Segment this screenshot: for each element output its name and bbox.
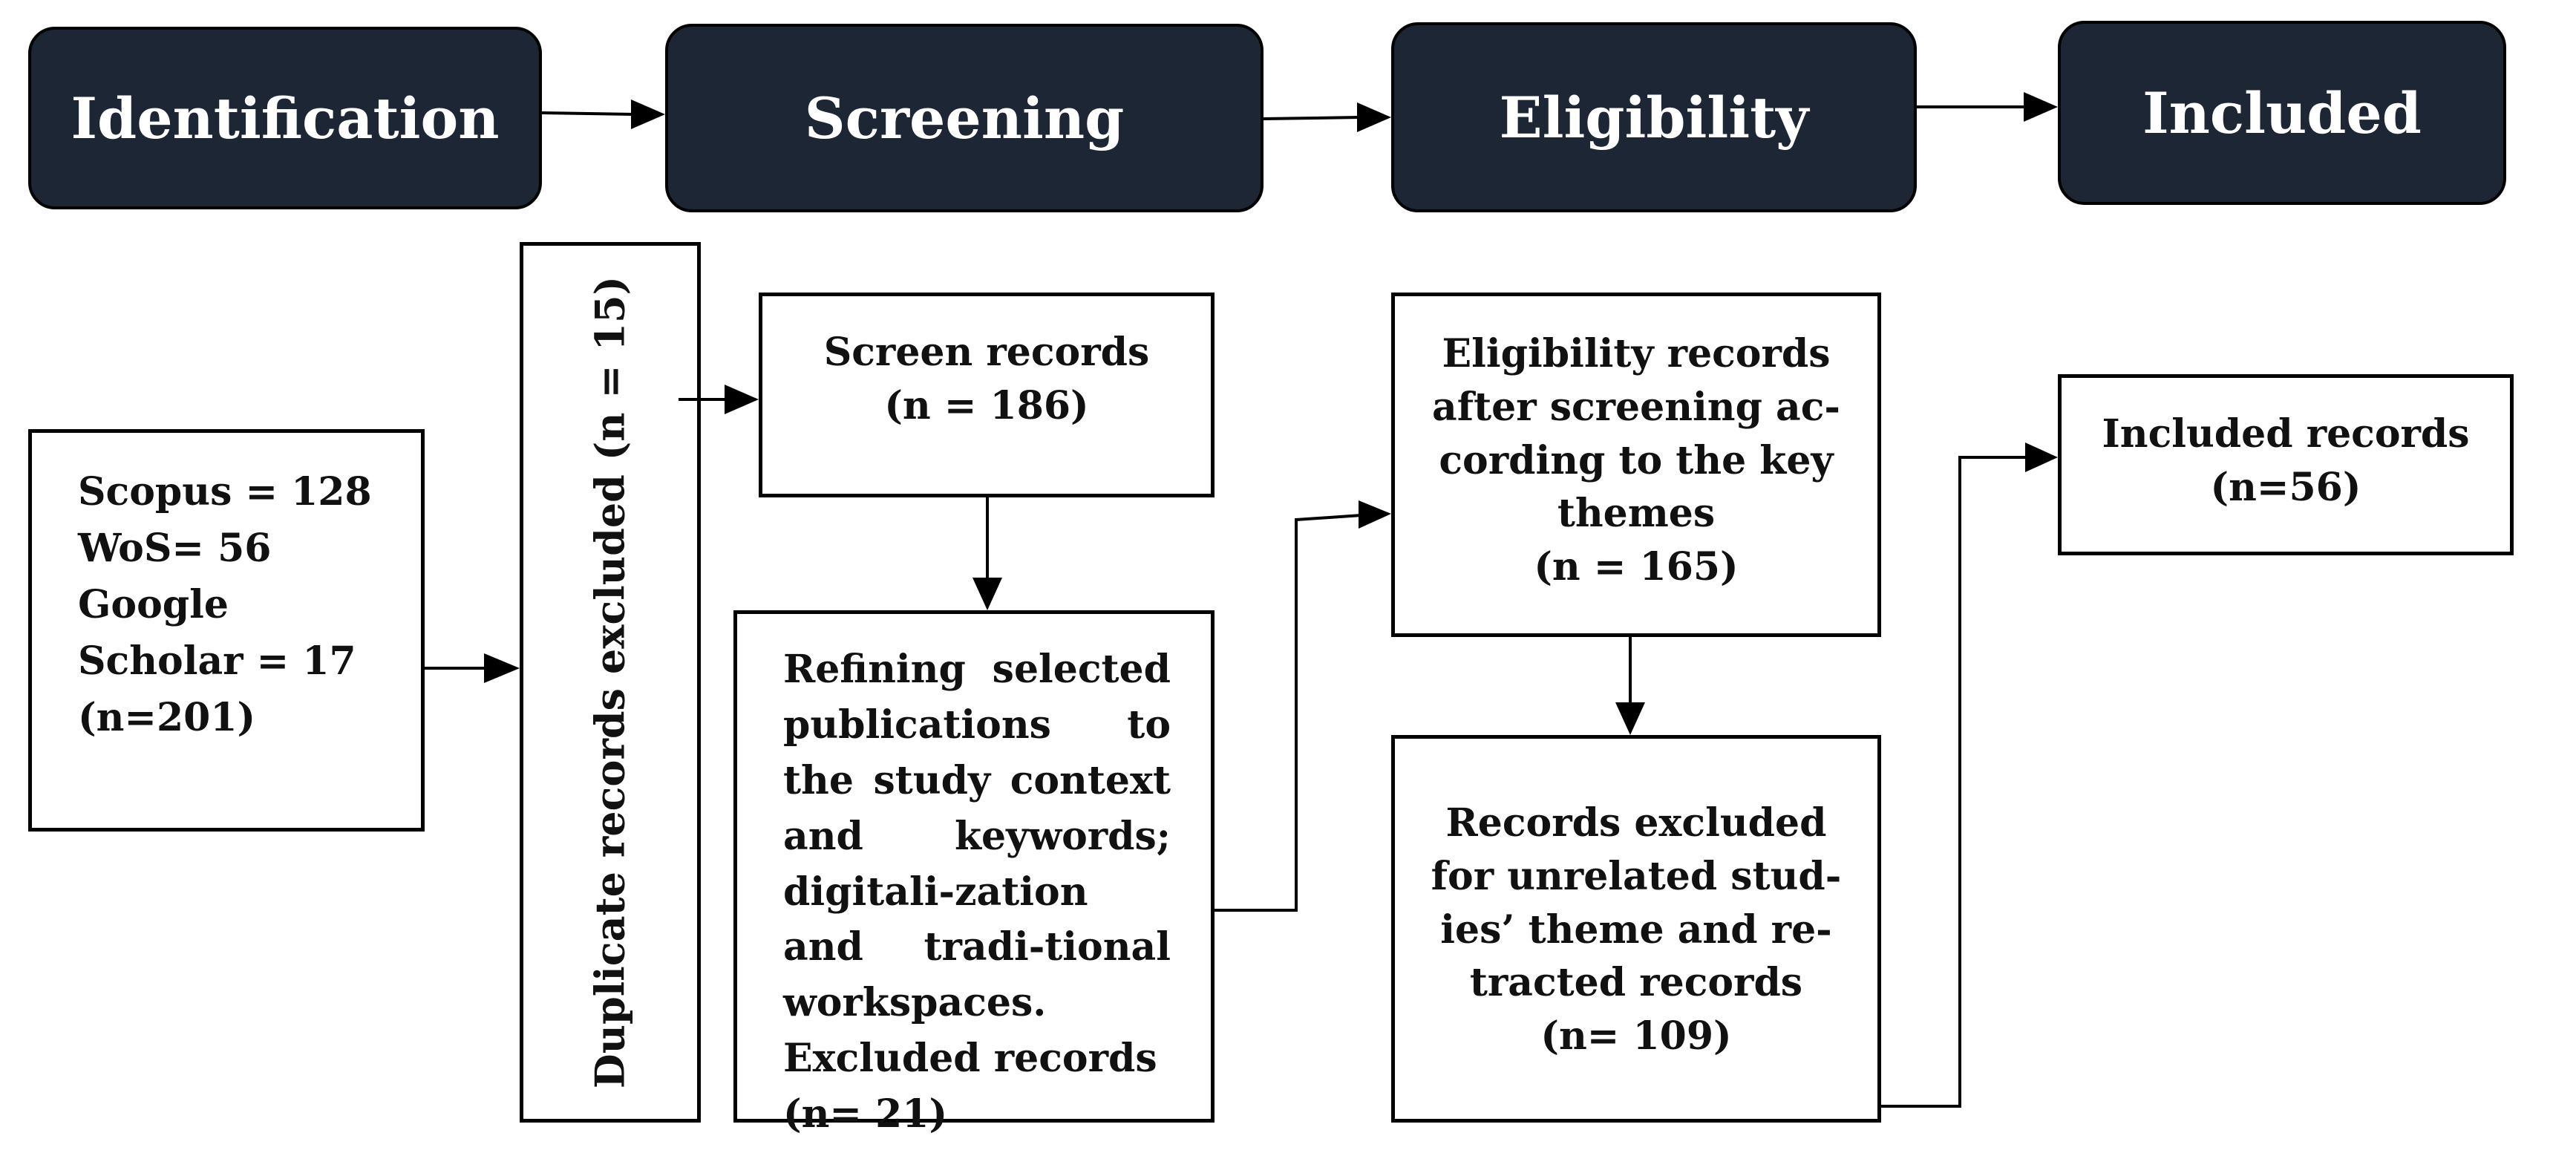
refining-text: Refining selected publications to the st… xyxy=(783,647,1171,1026)
phase-identification-label: Identification xyxy=(71,85,500,151)
eligibility-records-box: Eligibility records after screening ac- … xyxy=(1391,293,1881,637)
phase-included-label: Included xyxy=(2142,79,2422,146)
eligibility-records-text: Eligibility records after screening ac- … xyxy=(1432,331,1840,537)
sources-wos: WoS= 56 xyxy=(78,525,272,571)
sources-box: Scopus = 128 WoS= 56 Google Scholar = 17… xyxy=(28,429,425,832)
phase-screening: Screening xyxy=(665,24,1264,212)
arrowhead-duplicates-to-screen-records xyxy=(725,385,759,414)
arrowhead-screen-records-to-refining xyxy=(972,578,1002,610)
included-records-count: (n=56) xyxy=(2210,464,2361,510)
phase-identification: Identification xyxy=(28,27,542,209)
sources-scopus: Scopus = 128 xyxy=(78,469,372,515)
screen-records-box: Screen records (n = 186) xyxy=(759,293,1215,497)
connector-excluded-to-included xyxy=(1881,456,2028,1108)
eligibility-records-count: (n = 165) xyxy=(1534,544,1739,589)
phase-eligibility-label: Eligibility xyxy=(1499,84,1809,151)
included-records-title: Included records xyxy=(2102,411,2470,457)
excluded-records-text: Records excluded for unrelated stud- ies… xyxy=(1431,800,1842,1006)
screen-records-count: (n = 186) xyxy=(884,382,1089,428)
arrowhead-eligibility-to-included xyxy=(2024,92,2058,122)
arrowhead-screening-to-eligibility xyxy=(1357,102,1391,132)
arrowhead-excluded-to-included xyxy=(2025,442,2058,472)
refining-box: Refining selected publications to the st… xyxy=(733,610,1215,1137)
connector-refining-to-eligibility xyxy=(1215,514,1362,912)
arrowhead-identification-to-screening xyxy=(631,99,665,129)
included-records-box: Included records (n=56) xyxy=(2058,374,2514,555)
excluded-records-box: Records excluded for unrelated stud- ies… xyxy=(1391,735,1881,1123)
arrowhead-eligibility-to-excluded xyxy=(1615,702,1645,735)
arrowhead-refining-to-eligibility xyxy=(1359,500,1391,529)
phase-screening-label: Screening xyxy=(804,85,1125,151)
refining-excluded-label: Excluded records xyxy=(783,1036,1157,1082)
phase-included: Included xyxy=(2058,21,2506,205)
duplicates-box: Duplicate records excluded (n = 15) xyxy=(520,242,701,1123)
screen-records-title: Screen records xyxy=(823,330,1150,375)
arrow-screening-to-eligibility xyxy=(1263,116,1361,120)
sources-scholar: Scholar = 17 xyxy=(78,638,356,684)
arrowhead-sources-to-duplicates xyxy=(484,653,520,683)
arrow-identification-to-screening xyxy=(541,111,635,116)
phase-eligibility: Eligibility xyxy=(1391,22,1917,212)
sources-google: Google xyxy=(78,581,229,627)
sources-total: (n=201) xyxy=(78,694,256,740)
refining-count: (n= 21) xyxy=(783,1091,948,1137)
excluded-records-count: (n= 109) xyxy=(1540,1013,1732,1059)
